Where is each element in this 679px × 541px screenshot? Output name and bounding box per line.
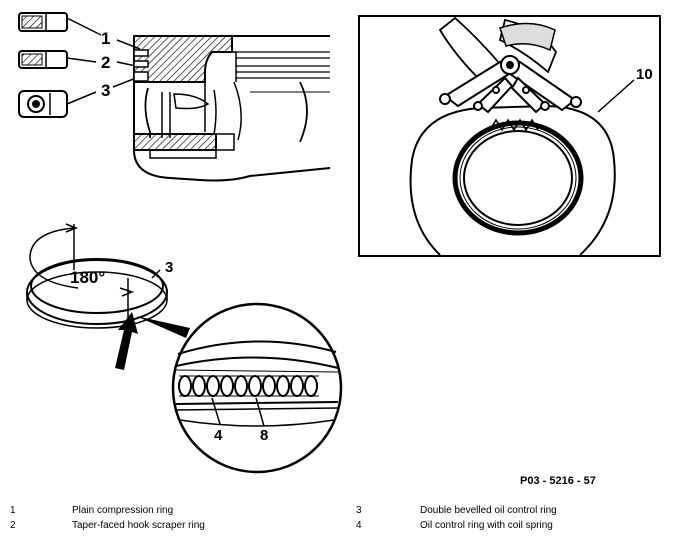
ring-profile-1 <box>18 12 68 32</box>
callout-8: 8 <box>260 427 268 444</box>
callout-4: 4 <box>214 427 223 444</box>
ring-gap-orientation <box>26 223 168 329</box>
magnified-detail <box>171 302 343 474</box>
legend-text-2: Taper-faced hook scraper ring <box>72 520 205 531</box>
callout-10: 10 <box>636 66 653 83</box>
legend: 1 Plain compression ring 2 Taper-faced h… <box>0 500 679 541</box>
magnifier-pointer <box>136 316 190 338</box>
legend-text-1: Plain compression ring <box>72 505 174 516</box>
figure-code: P03 - 5216 - 57 <box>520 475 596 487</box>
piston-section <box>133 35 331 182</box>
ring-profile-3 <box>18 90 68 118</box>
ring-profile-2 <box>18 50 68 69</box>
legend-number-2: 2 <box>10 520 16 531</box>
legend-number-4: 4 <box>356 520 362 531</box>
angle-label: 180° <box>70 268 105 287</box>
legend-number-3: 3 <box>356 505 362 516</box>
ring-expander-illustration <box>358 15 661 257</box>
callout-2: 2 <box>101 53 110 72</box>
arrow-icon <box>115 312 138 370</box>
legend-text-4: Oil control ring with coil spring <box>420 520 553 531</box>
callout-3-ring: 3 <box>165 259 173 276</box>
callout-1: 1 <box>101 29 110 48</box>
legend-text-3: Double bevelled oil control ring <box>420 505 557 516</box>
callout-3: 3 <box>101 81 110 100</box>
legend-number-1: 1 <box>10 505 16 516</box>
